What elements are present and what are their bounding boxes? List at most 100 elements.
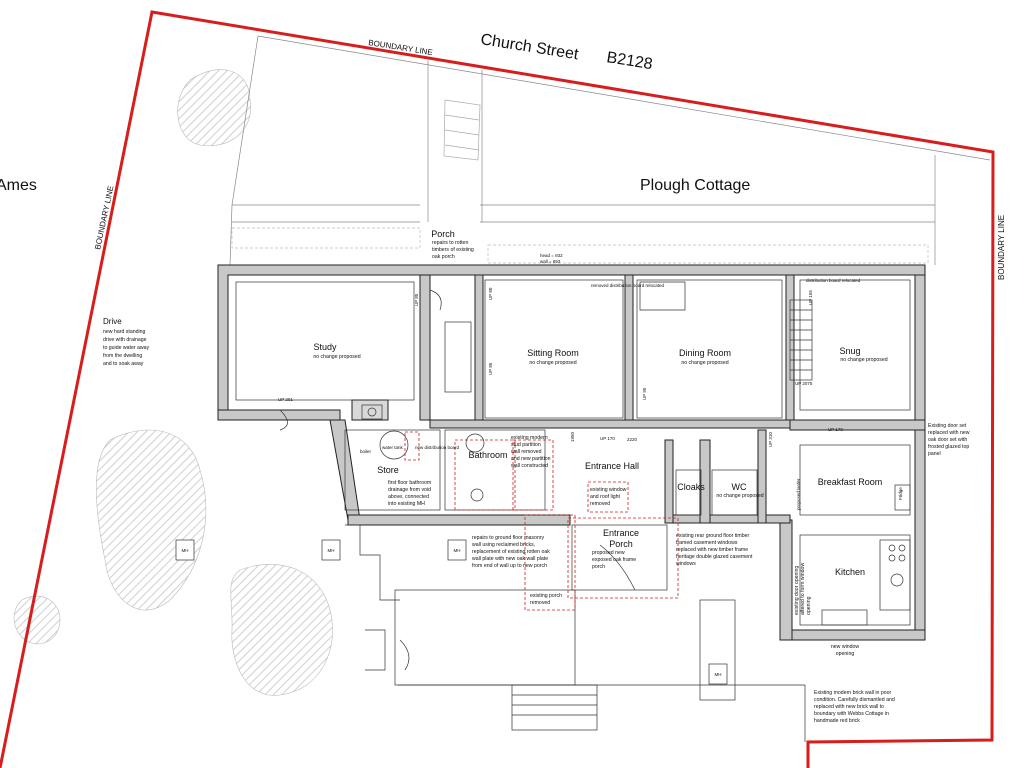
svg-text:new distribution board: new distribution board <box>415 445 460 450</box>
rear-windows-line: heritage double glazed casement <box>676 554 753 560</box>
door-set-line: panel <box>928 451 941 457</box>
drive-line: drive with drainage <box>103 337 147 343</box>
new-window-line: opening <box>836 651 855 657</box>
manhole-3 <box>447 539 467 561</box>
room-porch-top: Porch <box>431 229 455 239</box>
dining-note: no change proposed <box>681 360 728 366</box>
drainage-line: first floor bathroom <box>388 480 431 486</box>
existing-window-line: removed <box>590 501 610 507</box>
brick-wall-line: Existing modern brick wall in poor <box>814 690 892 696</box>
svg-text:UP 85: UP 85 <box>414 293 419 306</box>
rear-windows-line: existing rear ground floor timber <box>676 533 750 539</box>
drive-line: new hard standing <box>103 329 146 335</box>
room-notes: no change proposed no change proposed no… <box>313 240 887 570</box>
existing-window-line: and roof light <box>590 494 621 500</box>
svg-text:UP 155: UP 155 <box>808 290 813 305</box>
room-labels: Study Sitting Room Dining Room Snug Porc… <box>313 229 882 577</box>
brick-wall-line: handmade red brick <box>814 718 860 724</box>
manhole-labels: MH MH MH MH <box>182 548 722 677</box>
svg-text:UP 201: UP 201 <box>278 397 293 402</box>
svg-text:UP 170: UP 170 <box>600 436 615 441</box>
masonry-line: wall using reclaimed bricks, <box>472 542 535 548</box>
brick-wall-line: boundary with Webbs Cottage in <box>814 711 889 717</box>
room-store: Store <box>377 465 399 475</box>
existing-porch-line: existing porch <box>530 593 562 599</box>
manhole-1 <box>175 539 195 561</box>
porch-note-1: repairs to rotten <box>432 240 468 246</box>
masonry-line: from end of wall up to new porch <box>472 563 547 569</box>
brick-wall-line: condition. Carefully dismantled and <box>814 697 895 703</box>
partition-line: wall removed <box>511 449 542 455</box>
svg-text:UP 80: UP 80 <box>488 287 493 300</box>
property-name: Plough Cottage <box>640 177 750 194</box>
partition-line: stud partition <box>511 442 541 448</box>
drive-line: and to soak away <box>103 361 144 367</box>
existing-window-line: existing window <box>590 487 627 493</box>
manhole-2 <box>321 539 341 561</box>
drive-title: Drive <box>103 317 122 326</box>
street-name: Church Street <box>479 31 580 63</box>
room-entrance-porch-2: Porch <box>609 539 633 549</box>
rear-windows-line: windows <box>676 561 696 567</box>
existing-porch-line: removed <box>530 600 550 606</box>
door-set-line: frosted glazed top <box>928 444 969 450</box>
door-set-line: oak door set with <box>928 437 967 443</box>
svg-text:UP 2075: UP 2075 <box>795 381 813 386</box>
planting-areas <box>13 69 333 696</box>
study-note: no change proposed <box>313 354 360 360</box>
manhole-4 <box>708 663 728 685</box>
room-kitchen: Kitchen <box>835 567 865 577</box>
room-entrance-hall: Entrance Hall <box>585 461 639 471</box>
head-wall-line: head = 932 <box>540 253 563 258</box>
room-sitting: Sitting Room <box>527 348 579 358</box>
porch-note-2: timbers of existing <box>432 247 474 253</box>
entrance-porch-note-1: proposed new <box>592 550 625 556</box>
front-garden-lines <box>229 35 991 266</box>
head-wall-line: wall = 893 <box>540 259 561 264</box>
door-opening-line: existing door opening <box>794 566 800 615</box>
neighbour-name: Ames <box>0 177 37 194</box>
manhole-label: MH <box>182 548 189 553</box>
drainage-line: above, connected <box>388 494 429 500</box>
drainage-line: drainage from void <box>388 487 431 493</box>
room-study: Study <box>313 342 337 352</box>
door-opening-line: opening <box>806 596 812 615</box>
drive-line: to guide water away <box>103 345 150 351</box>
partition-line: wall constructed <box>511 463 548 469</box>
room-breakfast: Breakfast Room <box>818 477 883 487</box>
svg-text:water tank: water tank <box>382 445 404 450</box>
annotations: Drive new hard standing drive with drain… <box>103 253 970 724</box>
site-boundary-line <box>0 10 995 768</box>
svg-text:UP 170: UP 170 <box>828 427 843 432</box>
building-walls <box>217 264 926 641</box>
entrance-porch-note-2: exposed oak frame <box>592 557 636 563</box>
manhole-label: MH <box>328 548 335 553</box>
masonry-line: replacement of existing rotten oak <box>472 549 550 555</box>
drainage-line: into existing MH <box>388 501 425 507</box>
partition-line: and new partition <box>511 456 551 462</box>
masonry-line: repairs to ground floor masonry <box>472 535 544 541</box>
sitting-note: no change proposed <box>529 360 576 366</box>
room-bathroom: Bathroom <box>468 450 507 460</box>
new-window-line: new window <box>831 644 860 650</box>
manhole-label: MH <box>454 548 461 553</box>
room-wc: WC <box>732 482 747 492</box>
room-snug: Snug <box>839 346 860 356</box>
manhole-label: MH <box>715 672 722 677</box>
rear-windows-line: replaced with new timber frame <box>676 547 748 553</box>
boundary-label-right: BOUNDARY LINE <box>997 215 1006 280</box>
room-dining: Dining Room <box>679 348 731 358</box>
road-code: B2128 <box>605 49 653 73</box>
level-labels: UP 85 UP 201 UP 80 UP 85 UP 95 UP 155 UP… <box>278 278 903 500</box>
brick-wall-line: replaced with new brick wall to <box>814 704 884 710</box>
wc-note: no change proposed <box>716 493 763 499</box>
svg-text:UP 95: UP 95 <box>642 387 647 400</box>
door-set-line: replaced with new <box>928 430 970 436</box>
porch-note-3: oak porch <box>432 254 455 260</box>
proposed-works-dashed <box>404 431 679 611</box>
larder-label: proposed larder <box>796 478 801 510</box>
svg-text:UP 310: UP 310 <box>768 432 773 447</box>
svg-text:boiler: boiler <box>360 449 372 454</box>
svg-text:removed distribution board rel: removed distribution board relocated <box>591 283 665 288</box>
